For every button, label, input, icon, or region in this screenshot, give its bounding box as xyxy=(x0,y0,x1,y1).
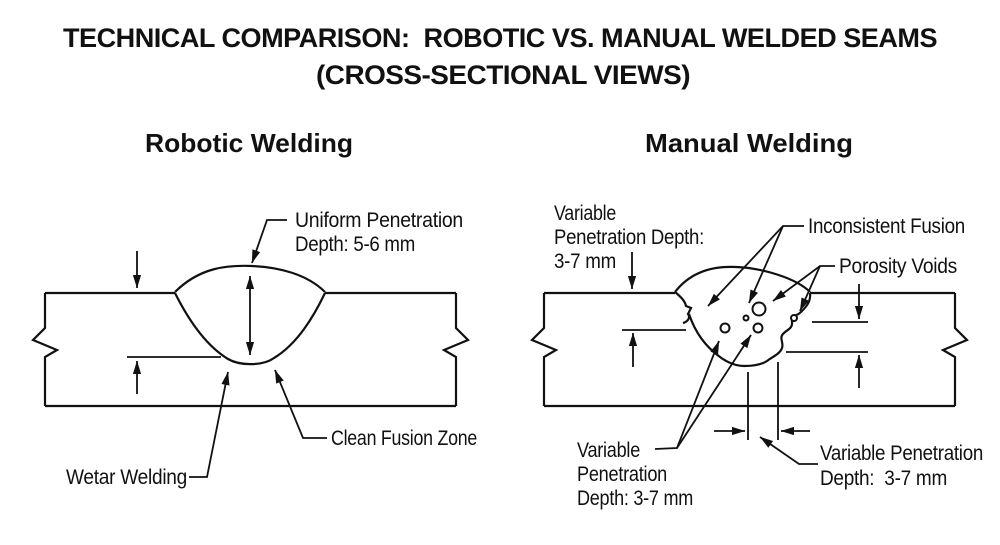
robotic-plate xyxy=(31,291,470,408)
manual-welding-diagram: Manual Welding xyxy=(530,128,983,510)
title-block: TECHNICAL COMPARISON: ROBOTIC VS. MANUAL… xyxy=(63,23,938,90)
manual-penetration-bottom-left-label-line1: Variable xyxy=(577,439,640,462)
manual-penetration-bottom-right-label-line1: Variable Penetration xyxy=(820,442,983,465)
manual-penetration-bottom-right-label-line2: Depth: 3-7 mm xyxy=(820,467,947,490)
robotic-weld-label: Wetar Welding xyxy=(66,466,187,489)
manual-incomplete-fusion-notch xyxy=(674,291,693,325)
manual-penetration-top-label-line2: Penetration Depth: xyxy=(554,226,704,249)
robotic-penetration-label-line2: Depth: 5-6 mm xyxy=(295,233,415,256)
manual-weld-cap xyxy=(674,265,811,293)
page-title-line1: TECHNICAL COMPARISON: ROBOTIC VS. MANUAL… xyxy=(63,23,937,53)
robotic-heading: Robotic Welding xyxy=(145,128,353,158)
robotic-fusion-boundary xyxy=(174,292,326,366)
inconsistent-fusion-label: Inconsistent Fusion xyxy=(808,215,965,238)
inconsistent-fusion-leader-1 xyxy=(707,225,804,307)
manual-fusion-boundary-left xyxy=(687,313,745,368)
porosity-void-lower-right xyxy=(752,322,764,334)
robotic-fusion-label: Clean Fusion Zone xyxy=(331,427,477,450)
porosity-void-lower-left xyxy=(719,322,731,334)
manual-bottom-right-leader xyxy=(759,436,818,465)
robotic-fusion-leader xyxy=(274,369,327,439)
inconsistent-fusion-leader-2 xyxy=(748,225,784,304)
porosity-void-tiny xyxy=(742,314,750,322)
manual-heading: Manual Welding xyxy=(645,128,853,158)
robotic-weld-leader xyxy=(189,371,230,478)
porosity-leader-1 xyxy=(772,265,835,302)
manual-penetration-top-label-line1: Variable xyxy=(554,202,616,225)
robotic-penetration-label-line1: Uniform Penetration xyxy=(295,209,463,232)
page-title-line2: (CROSS-SECTIONAL VIEWS) xyxy=(316,60,690,90)
robotic-welding-diagram: Robotic Welding Uniform Penetration Dept… xyxy=(31,128,477,489)
porosity-voids-label: Porosity Voids xyxy=(839,255,957,278)
manual-penetration-bottom-left-label-line2: Penetration xyxy=(577,463,667,486)
porosity-leader-2 xyxy=(799,265,821,312)
porosity-void-right xyxy=(790,314,798,322)
manual-fusion-boundary-right xyxy=(743,292,812,368)
manual-penetration-bottom-left-label-line3: Depth: 3-7 mm xyxy=(577,487,693,510)
robotic-penetration-leader xyxy=(251,219,287,264)
robotic-weld-cap xyxy=(174,264,326,293)
porosity-void-large xyxy=(751,301,767,317)
manual-penetration-top-label-line3: 3-7 mm xyxy=(554,250,616,273)
manual-plate xyxy=(530,291,969,408)
manual-bottom-left-leader-2 xyxy=(676,334,752,449)
